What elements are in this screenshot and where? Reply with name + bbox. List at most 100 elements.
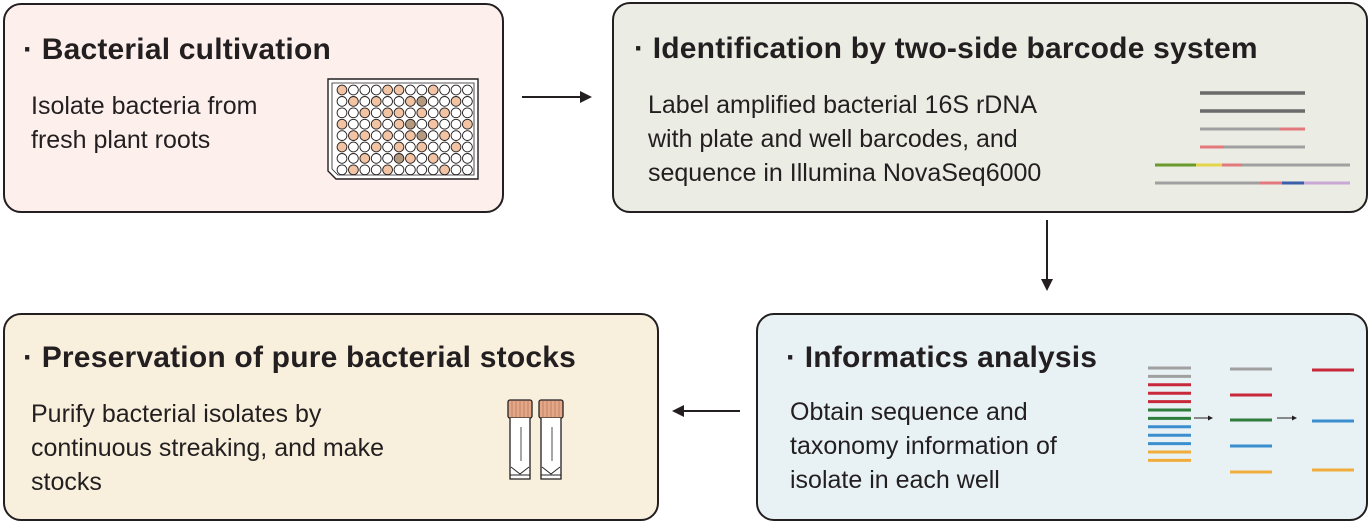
plate-well <box>336 118 348 130</box>
plate-well <box>348 141 359 153</box>
plate-well <box>405 96 416 107</box>
plate-well <box>348 153 359 164</box>
stock-tubes-icon <box>507 399 564 480</box>
plate-well <box>359 96 371 107</box>
tube-right <box>538 399 564 480</box>
plate-well <box>439 153 450 164</box>
plate-well <box>348 107 359 119</box>
plate-well <box>427 130 439 141</box>
plate-well <box>348 164 359 176</box>
plate-well <box>416 130 428 141</box>
plate-well <box>370 107 382 119</box>
plate-well <box>416 118 428 130</box>
plate-well <box>382 118 393 130</box>
plate-well <box>393 107 405 119</box>
plate-well <box>393 141 405 153</box>
step-identification-description: Label amplified bacterial 16S rDNA with … <box>648 88 1041 190</box>
plate-well <box>382 141 393 153</box>
plate-well <box>348 84 359 96</box>
plate-well <box>450 118 462 130</box>
plate-well <box>405 107 416 119</box>
plate-well <box>405 84 416 96</box>
plate-well <box>382 96 393 107</box>
plate-well <box>405 153 416 164</box>
plate-well <box>359 141 371 153</box>
plate-well <box>336 130 348 141</box>
plate-well <box>450 164 462 176</box>
plate-well <box>382 164 393 176</box>
plate-well <box>462 130 473 141</box>
plate-well <box>359 107 371 119</box>
plate-well <box>393 84 405 96</box>
plate-well <box>370 118 382 130</box>
plate-well <box>450 96 462 107</box>
plate-well <box>439 141 450 153</box>
plate-well <box>416 96 428 107</box>
plate-well <box>416 84 428 96</box>
step-preservation-description: Purify bacterial isolates by continuous … <box>31 397 384 499</box>
tube-left <box>507 399 533 480</box>
plate-well <box>359 130 371 141</box>
plate-well <box>439 164 450 176</box>
plate-well <box>348 130 359 141</box>
plate-well <box>336 153 348 164</box>
step-cultivation-box: · Bacterial cultivation Isolate bacteria… <box>3 3 504 213</box>
plate-well <box>462 118 473 130</box>
plate-well <box>336 84 348 96</box>
plate-well <box>359 164 371 176</box>
plate-well <box>336 141 348 153</box>
plate-well <box>359 118 371 130</box>
plate-well <box>405 118 416 130</box>
step-informatics-line: taxonomy information of <box>790 432 1057 460</box>
plate-well <box>336 96 348 107</box>
plate-well <box>427 107 439 119</box>
plate-well <box>427 96 439 107</box>
plate-well <box>427 118 439 130</box>
plate-well <box>462 153 473 164</box>
plate-well <box>393 164 405 176</box>
plate-well <box>405 164 416 176</box>
plate-well <box>462 84 473 96</box>
step-informatics-description: Obtain sequence and taxonomy information… <box>790 395 1057 497</box>
plate-well <box>427 141 439 153</box>
plate-well <box>370 96 382 107</box>
step-preservation-line: stocks <box>31 468 102 496</box>
plate-well <box>405 130 416 141</box>
plate-well <box>393 118 405 130</box>
plate-well <box>382 107 393 119</box>
step-cultivation-line: Isolate bacteria from <box>31 92 258 120</box>
plate-well <box>416 153 428 164</box>
step-informatics-title: · Informatics analysis <box>786 341 1098 374</box>
plate-well <box>450 130 462 141</box>
plate-well <box>336 164 348 176</box>
plate-well <box>427 164 439 176</box>
step-preservation-line: Purify bacterial isolates by <box>31 400 322 428</box>
plate-well <box>416 141 428 153</box>
plate-well <box>416 164 428 176</box>
plate-well <box>405 141 416 153</box>
step-informatics-box: · Informatics analysis Obtain sequence a… <box>756 313 1368 521</box>
step-identification-line: sequence in Illumina NovaSeq6000 <box>648 159 1042 187</box>
plate-well <box>427 153 439 164</box>
step-preservation-line: continuous streaking, and make <box>31 434 384 462</box>
plate-well <box>348 96 359 107</box>
plate-well <box>382 130 393 141</box>
step-identification-box: · Identification by two-side barcode sys… <box>612 2 1368 213</box>
step-cultivation-title: · Bacterial cultivation <box>23 33 332 66</box>
plate-well <box>370 130 382 141</box>
plate-well <box>382 84 393 96</box>
plate-well <box>450 141 462 153</box>
plate-well <box>439 107 450 119</box>
plate-well <box>462 164 473 176</box>
plate-well <box>450 107 462 119</box>
plate-well <box>462 96 473 107</box>
plate-well <box>370 164 382 176</box>
plate-well <box>382 153 393 164</box>
plate-well <box>393 96 405 107</box>
barcoded-reads-icon <box>1155 91 1350 185</box>
plate-well <box>370 84 382 96</box>
plate-well <box>427 84 439 96</box>
plate-well <box>393 130 405 141</box>
